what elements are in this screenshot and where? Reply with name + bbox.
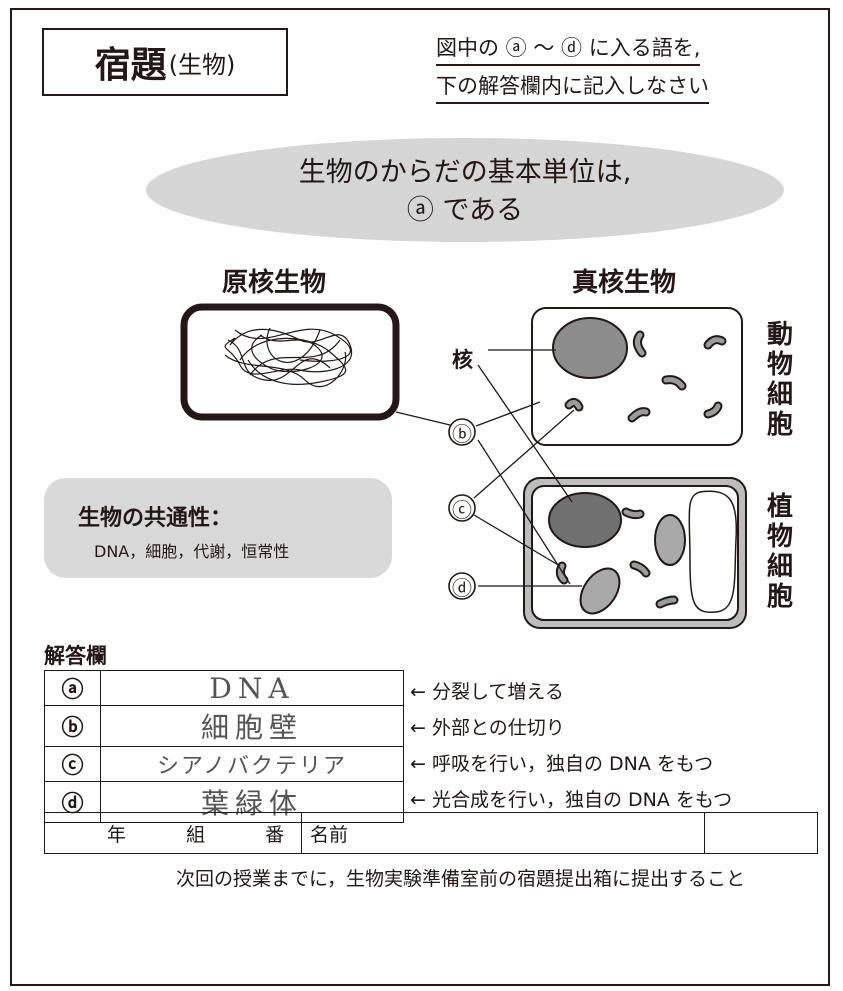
answer-value[interactable]: 細胞壁 (100, 705, 404, 747)
instruction-line-2: 下の解答欄内に記入しなさい (436, 70, 709, 104)
answer-table: ⓐ DNA ⓑ 細胞壁 ⓒ シアノバクテリア ⓓ 葉緑体 (44, 670, 404, 823)
class-label: 組 (186, 823, 206, 846)
plant-cell-label: 植物細胞 (766, 492, 793, 612)
footer-note: 次回の授業までに，生物実験準備室前の宿題提出箱に提出すること (176, 868, 746, 890)
answer-hint: ← 分裂して増える (410, 681, 564, 703)
prokaryote-cell (180, 303, 400, 421)
headline-line-2: ⓐ である (406, 195, 524, 226)
dna-tangle (224, 327, 353, 388)
name-cell[interactable]: 名前 (301, 812, 705, 854)
nucleus-label: 核 (452, 348, 473, 372)
answer-row: ⓒ シアノバクテリア (44, 746, 404, 782)
worksheet-frame (10, 8, 830, 986)
answer-label: ⓑ (44, 705, 101, 747)
marker-d: ⓓ (452, 576, 472, 600)
common-traits-list: DNA，細胞，代謝，恒常性 (94, 542, 290, 561)
answer-value[interactable]: DNA (100, 670, 404, 706)
title-box: 宿題 (生物) (42, 28, 288, 96)
answer-hint: ← 外部との仕切り (410, 717, 565, 739)
name-label: 名前 (310, 823, 349, 846)
name-box: 年 組 番 名前 (44, 812, 818, 854)
answer-row: ⓐ DNA (44, 670, 404, 706)
eukaryote-heading: 真核生物 (572, 268, 677, 298)
score-cell[interactable] (704, 812, 818, 854)
title-sub: (生物) (168, 50, 236, 79)
leader-lines (395, 349, 582, 587)
animal-cell (531, 307, 743, 446)
headline-ellipse (146, 138, 784, 242)
marker-b: ⓑ (452, 422, 472, 446)
answer-row: ⓑ 細胞壁 (44, 705, 404, 747)
class-info-cell[interactable]: 年 組 番 (44, 812, 302, 854)
instruction-line-1: 図中の ⓐ ～ ⓓ に入る語を, (436, 32, 701, 66)
answer-heading: 解答欄 (44, 644, 107, 668)
year-label: 年 (107, 823, 127, 846)
headline-line-1: 生物のからだの基本単位は, (298, 157, 632, 188)
marker-c: ⓒ (452, 498, 472, 522)
common-traits-box (44, 478, 392, 578)
plant-cell (523, 477, 747, 629)
animal-cell-label: 動物細胞 (766, 320, 793, 440)
marker-circles (448, 418, 476, 600)
answer-value[interactable]: シアノバクテリア (100, 746, 404, 782)
number-label: 番 (265, 823, 285, 846)
answer-hint: ← 呼吸を行い，独自の DNA をもつ (410, 753, 714, 775)
answer-label: ⓒ (44, 746, 101, 782)
answer-hint: ← 光合成を行い，独自の DNA をもつ (410, 789, 733, 811)
prokaryote-heading: 原核生物 (222, 268, 327, 298)
answer-label: ⓐ (44, 670, 101, 706)
common-traits-title: 生物の共通性： (78, 506, 233, 531)
title-main: 宿題 (94, 45, 167, 86)
